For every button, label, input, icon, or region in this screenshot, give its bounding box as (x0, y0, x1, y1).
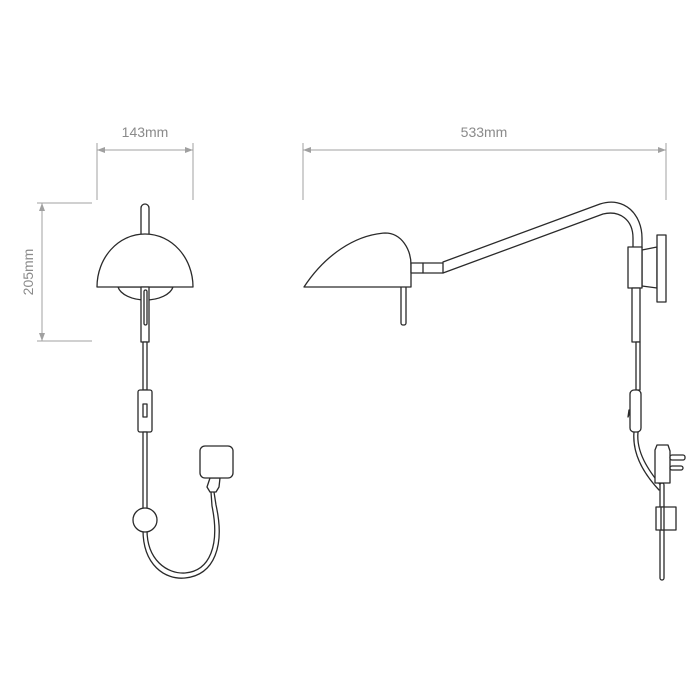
front-shade (96, 233, 194, 288)
front-view-lamp (96, 203, 234, 579)
side-view-lamp (303, 201, 686, 581)
side-bracket-body (627, 246, 643, 289)
side-bracket-neck (641, 246, 658, 289)
front-stem-slot (143, 289, 148, 326)
front-cord-ball (132, 507, 158, 533)
front-switch-toggle (142, 403, 148, 418)
side-wire-upper (635, 341, 641, 391)
side-backplate (656, 234, 667, 303)
side-cable-in-clip (660, 506, 665, 531)
front-width-label: 143mm (122, 124, 169, 140)
front-height-label: 205mm (20, 249, 36, 296)
side-projection-label: 533mm (461, 124, 508, 140)
side-cable-clip (655, 506, 677, 531)
front-height-dimension: 205mm (20, 202, 92, 342)
side-shade (303, 232, 412, 288)
front-wire-upper (142, 341, 148, 391)
front-plug-neck (206, 477, 221, 493)
side-projection-dimension: 533mm (302, 124, 667, 200)
side-stem (631, 287, 641, 343)
side-arm (442, 201, 643, 274)
front-plug (199, 445, 234, 479)
side-cord-outer (633, 431, 660, 491)
side-switch (629, 389, 642, 433)
side-plug-prong-2 (669, 465, 684, 471)
front-width-dimension: 143mm (96, 124, 194, 200)
front-cord-inner (146, 491, 216, 574)
front-cord-outer (142, 491, 220, 579)
front-wire-lower (142, 431, 148, 513)
side-plug-prong-1 (669, 454, 686, 461)
side-cable-down (659, 482, 665, 581)
side-arm-connector (410, 262, 444, 274)
side-plug-body (654, 444, 671, 484)
side-shade-stem (400, 284, 407, 326)
